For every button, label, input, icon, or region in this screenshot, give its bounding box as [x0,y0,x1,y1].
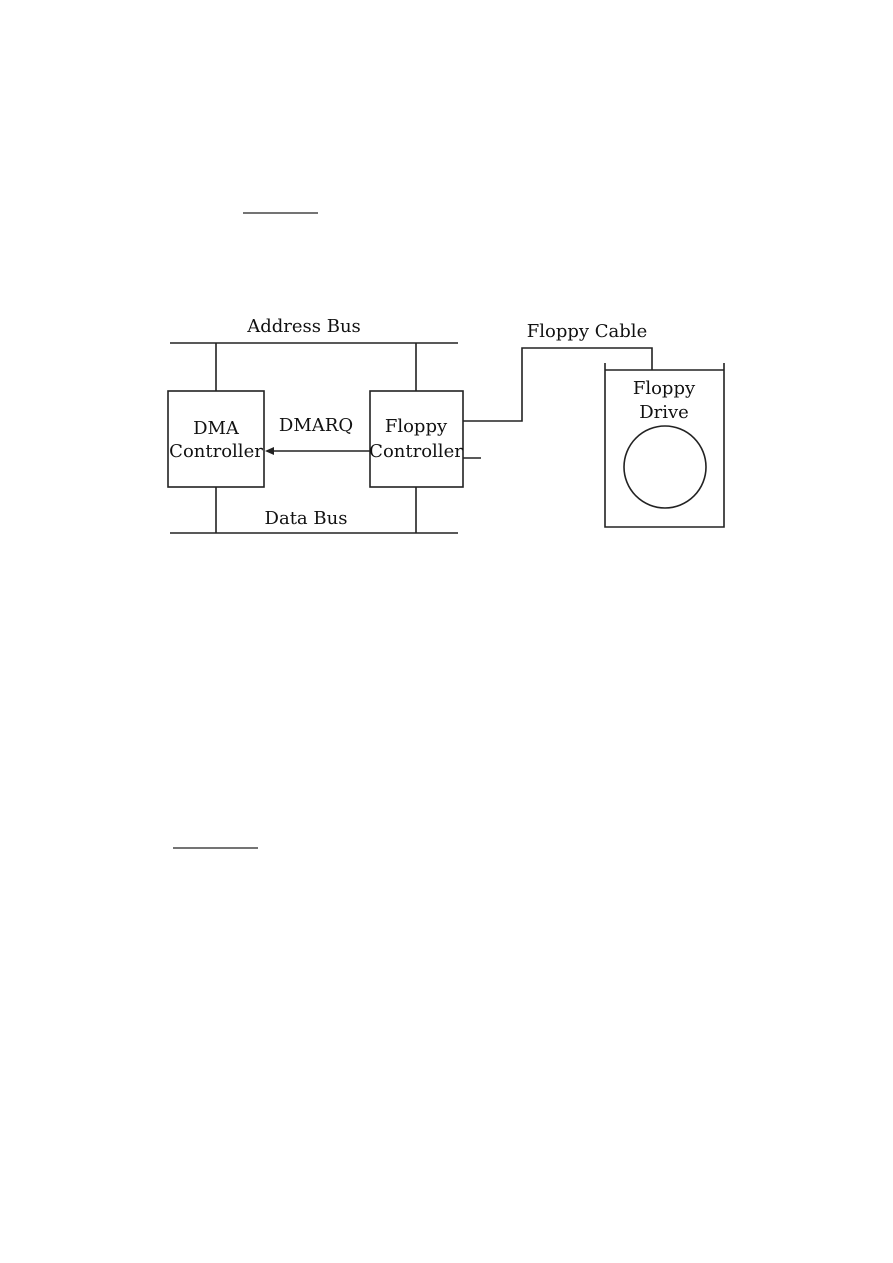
floppy-controller-box: Floppy Controller [369,390,464,488]
floppy-disk-circle [623,425,707,509]
floppy-drive-box: Floppy Drive [604,363,725,528]
dmarq-label: DMARQ [279,415,353,436]
dmarq-arrowhead [265,447,274,455]
floppy-controller-label-line1: Floppy [385,416,448,437]
floppy-drive-label-line2: Drive [639,402,689,423]
floppy-controller-rect [369,390,464,488]
address-bus-label: Address Bus [246,316,361,337]
dma-controller-box: DMA Controller [167,390,265,488]
dma-controller-label-line2: Controller [169,441,263,462]
dma-controller-label-line1: DMA [193,418,240,439]
floppy-drive-label-line1: Floppy [633,378,696,399]
dma-controller-rect [167,390,265,488]
floppy-cable-line [463,347,653,422]
floppy-drive-outline [604,363,725,528]
floppy-controller-label-line2: Controller [369,441,463,462]
floppy-cable-label: Floppy Cable [527,321,647,342]
data-bus-label: Data Bus [265,508,348,529]
